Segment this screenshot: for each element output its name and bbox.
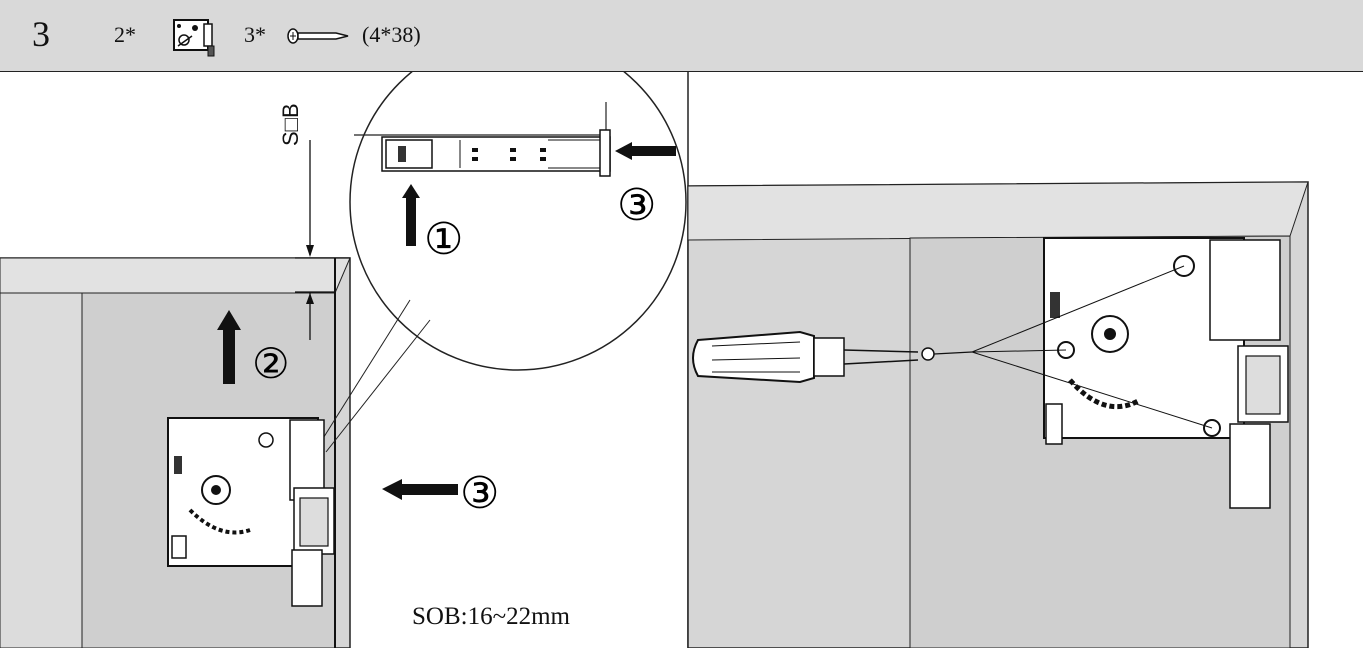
detail-zoom-circle bbox=[321, 72, 687, 453]
step3-marker-detail: ③ bbox=[617, 180, 656, 231]
step1-marker: ① bbox=[424, 214, 463, 265]
bracket-quantity: 2* bbox=[114, 22, 136, 47]
screwdriver bbox=[692, 330, 973, 384]
screw-icon bbox=[287, 28, 349, 44]
push-arrow bbox=[382, 479, 458, 500]
step2-marker: ② bbox=[252, 339, 290, 388]
screw-size: (4*38) bbox=[362, 22, 421, 47]
mounting-bracket-icon bbox=[173, 19, 215, 57]
step3-marker: ③ bbox=[460, 468, 499, 519]
sob-dimension bbox=[295, 140, 350, 340]
screw-alignment-lines bbox=[971, 265, 1213, 429]
sob-dimension-label: S□B bbox=[278, 103, 303, 146]
screw-quantity: 3* bbox=[244, 22, 266, 47]
step-number: 3 bbox=[32, 14, 50, 54]
lift-arrow bbox=[217, 310, 241, 384]
instruction-header: 3 2* 3* (4*38) bbox=[0, 0, 1363, 72]
hinge-mechanism-left bbox=[167, 417, 335, 607]
sob-spec-text: SOB:16~22mm bbox=[412, 603, 570, 630]
installation-illustration: ① ③ ② ③ bbox=[0, 72, 1309, 648]
hinge-mechanism-right bbox=[1043, 237, 1289, 509]
